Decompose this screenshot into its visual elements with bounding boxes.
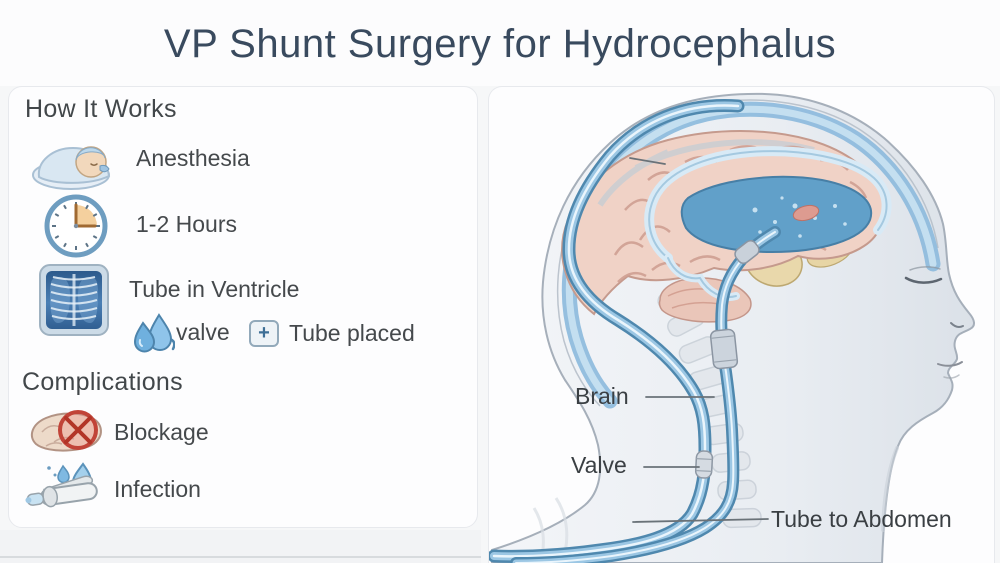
closed-eye	[904, 276, 943, 284]
valve-label: Valve	[571, 452, 627, 478]
head-illustration	[489, 92, 975, 563]
title-band: VP Shunt Surgery for Hydrocephalus	[0, 0, 1000, 86]
tube-connector-upper	[734, 239, 760, 265]
leader-tube-abdomen	[632, 518, 769, 523]
ventricle	[680, 175, 873, 254]
infection-label: Infection	[114, 476, 201, 502]
droplets-icon	[133, 313, 175, 353]
sleeping-patient-icon	[32, 146, 111, 190]
shunt-tube-ventricular	[510, 226, 781, 563]
nostril	[950, 322, 964, 328]
shunt-tube-back	[489, 99, 745, 563]
complications-heading: Complications	[22, 368, 183, 396]
tube-in-ventricle-label: Tube in Ventricle	[129, 276, 300, 302]
tube-placed-label: Tube placed	[289, 320, 415, 346]
valve-step-label: valve	[176, 319, 230, 345]
duration-label: 1-2 Hours	[136, 211, 237, 237]
csf-ring	[561, 101, 941, 409]
anesthesia-label: Anesthesia	[136, 145, 250, 171]
infection-icon	[25, 462, 98, 508]
diagram-panel	[488, 86, 995, 563]
valve-device	[694, 450, 714, 479]
leader-top	[629, 157, 666, 165]
bottom-rule	[0, 556, 481, 558]
csf-speckles	[752, 196, 847, 238]
bottom-strip	[0, 530, 481, 563]
lips	[937, 361, 963, 367]
page-title: VP Shunt Surgery for Hydrocephalus	[163, 22, 837, 66]
leader-lines	[629, 157, 769, 523]
clock-icon	[44, 194, 108, 258]
blockage-icon	[30, 410, 102, 452]
pineal-body	[792, 204, 820, 222]
tube-connector-cervical	[709, 328, 739, 370]
plus-icon: +	[249, 320, 279, 347]
xray-icon	[39, 264, 109, 336]
how-it-works-heading: How It Works	[25, 95, 177, 123]
tube-to-abdomen-label: Tube to Abdomen	[771, 506, 952, 532]
left-info-panel: How It Works Anesthesia 1-2 Hours	[8, 86, 478, 528]
face-details	[881, 266, 964, 532]
blockage-label: Blockage	[114, 419, 209, 445]
brain-label: Brain	[575, 383, 629, 409]
